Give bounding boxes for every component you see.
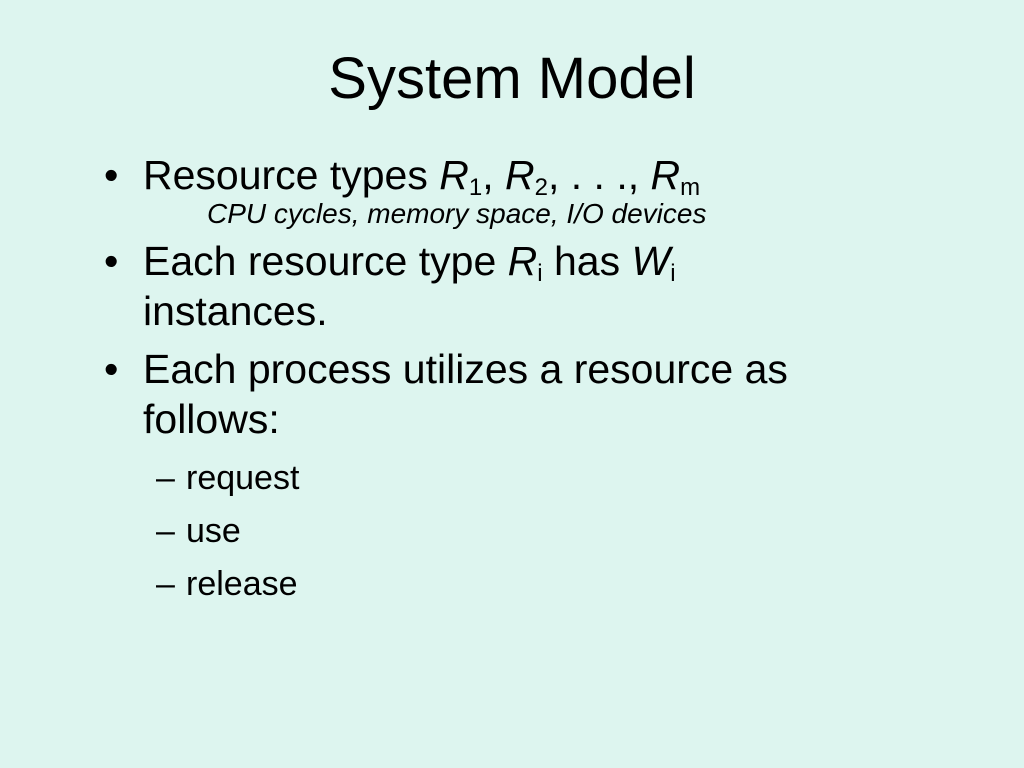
text-prefix: Each resource type <box>143 238 508 284</box>
symbol-r1: R <box>439 152 469 198</box>
symbol-r2: R <box>505 152 535 198</box>
dash-marker: – <box>156 512 175 550</box>
separator-ellipsis: , . . ., <box>547 152 651 198</box>
sub-bullet-text: use <box>186 512 241 550</box>
bullet-text: Resource types R1, R2, . . ., Rm <box>143 152 701 201</box>
resource-examples-note: CPU cycles, memory space, I/O devices <box>207 198 707 229</box>
symbol-rm: R <box>650 152 681 198</box>
text-middle: has <box>542 238 632 284</box>
symbol-ri: R <box>507 238 538 284</box>
subscript-i: i <box>537 260 543 287</box>
sub-bullet-request: – request <box>156 452 924 505</box>
symbol-wi: W <box>631 238 671 284</box>
text-line1: Each process utilizes a resource as <box>143 346 788 392</box>
slide-title: System Model <box>328 46 696 111</box>
slide-content: • Resource types R1, R2, . . ., Rm CPU c… <box>104 150 924 611</box>
sub-bullet-release: – release <box>156 558 924 611</box>
subscript-m: m <box>680 174 701 201</box>
separator: , <box>482 152 506 198</box>
dash-marker: – <box>156 459 175 497</box>
bullet-marker: • <box>104 238 119 284</box>
subscript-1: 1 <box>468 174 483 201</box>
text-prefix: Resource types <box>143 152 440 198</box>
text-line2: follows: <box>143 396 280 442</box>
bullet-marker: • <box>104 152 119 198</box>
bullet-text: Each resource type Ri has Wi instances. <box>143 238 676 334</box>
subscript-2: 2 <box>534 174 548 201</box>
bullet-resource-instances: • Each resource type Ri has Wi instances. <box>104 236 924 336</box>
subscript-i: i <box>670 260 676 287</box>
sub-bullet-text: release <box>186 565 298 603</box>
bullet-marker: • <box>104 346 119 392</box>
bullet-resource-types: • Resource types R1, R2, . . ., Rm <box>104 150 924 200</box>
sub-bullet-use: – use <box>156 505 924 558</box>
sub-bullet-text: request <box>186 459 300 497</box>
text-line2: instances. <box>143 288 328 334</box>
sub-bullet-list: – request – use – release <box>104 452 924 611</box>
dash-marker: – <box>156 565 175 603</box>
